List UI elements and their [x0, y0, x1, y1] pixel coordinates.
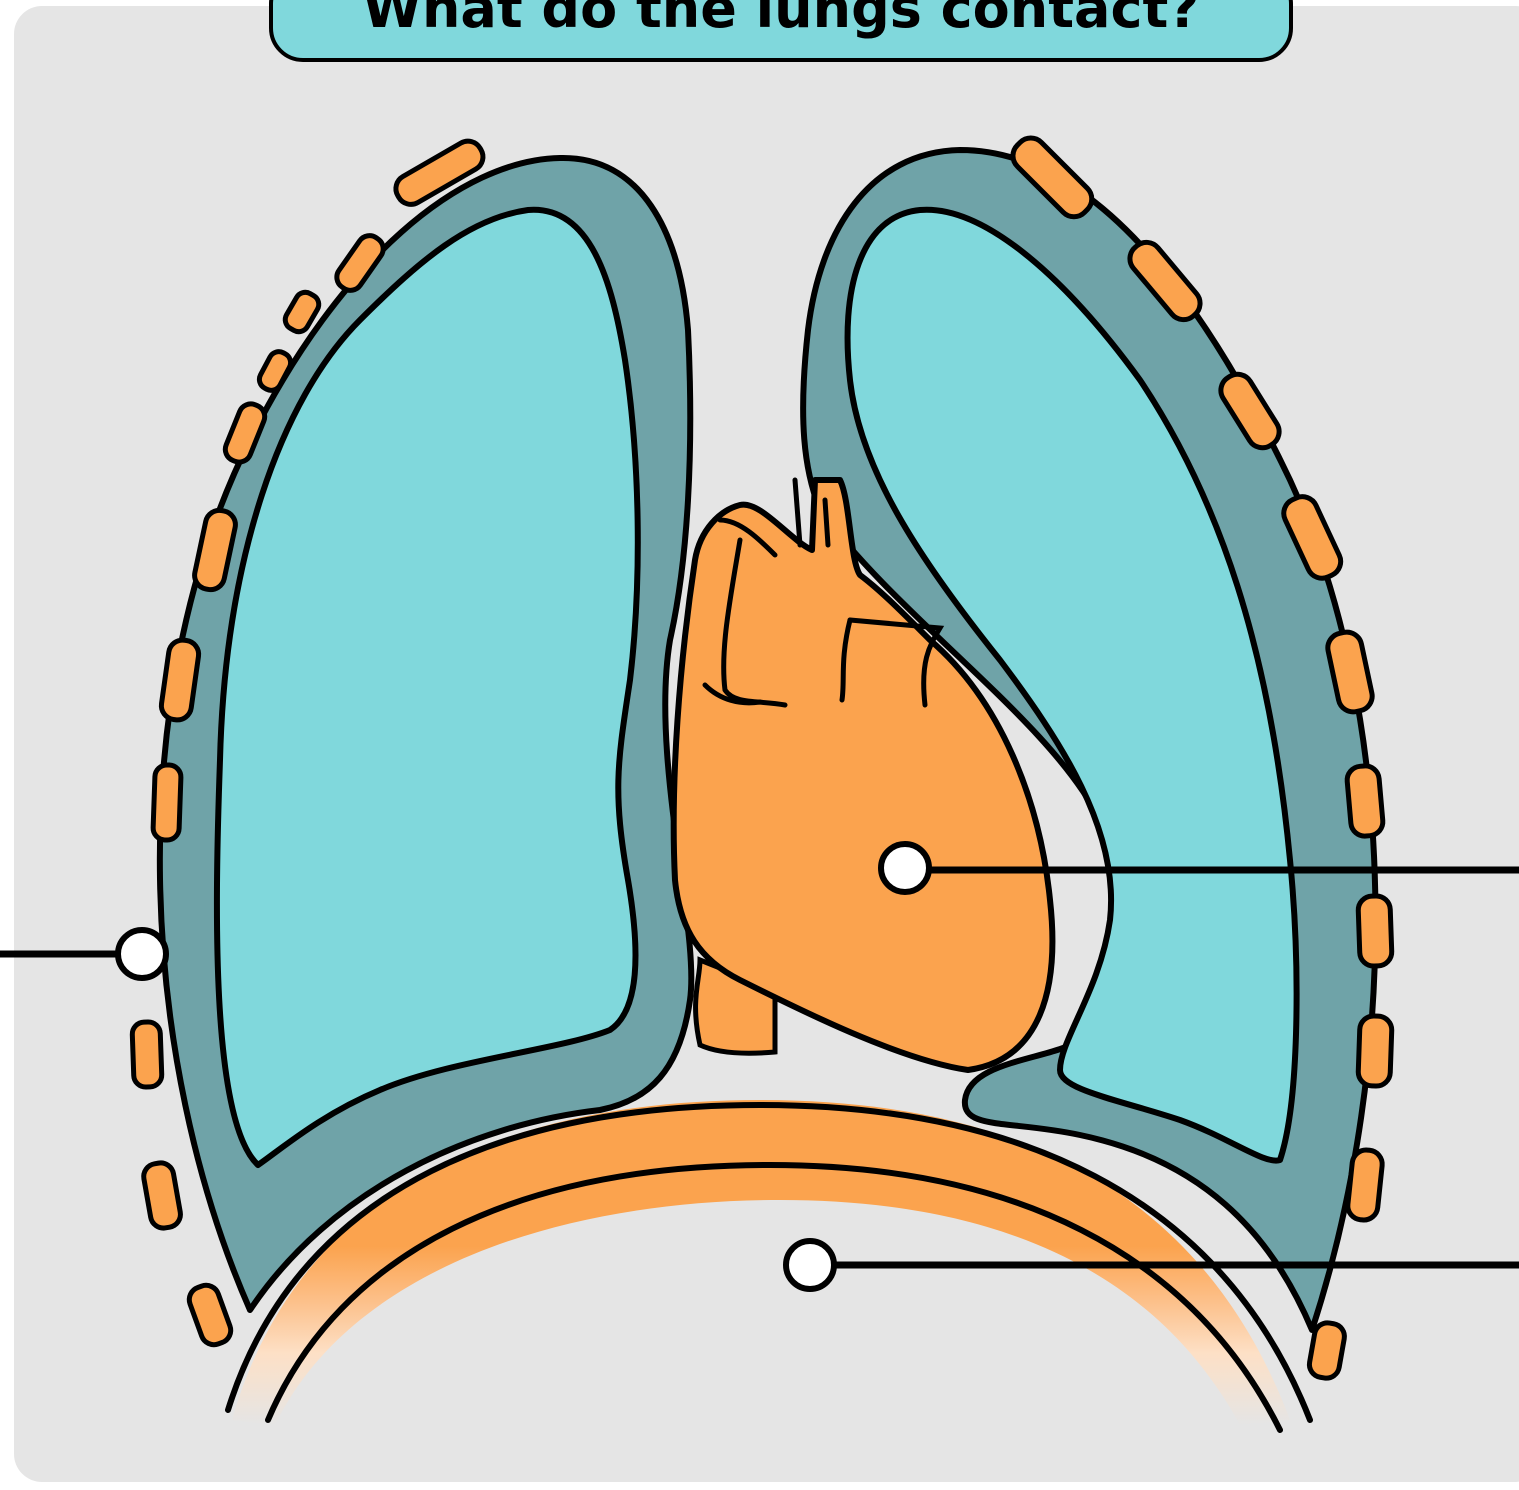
diaphragm-marker[interactable]	[786, 1241, 834, 1289]
heart-marker[interactable]	[881, 844, 929, 892]
title-banner: What do the lungs contact?	[269, 0, 1293, 62]
page-title: What do the lungs contact?	[362, 0, 1199, 36]
ribs-marker[interactable]	[118, 930, 166, 978]
